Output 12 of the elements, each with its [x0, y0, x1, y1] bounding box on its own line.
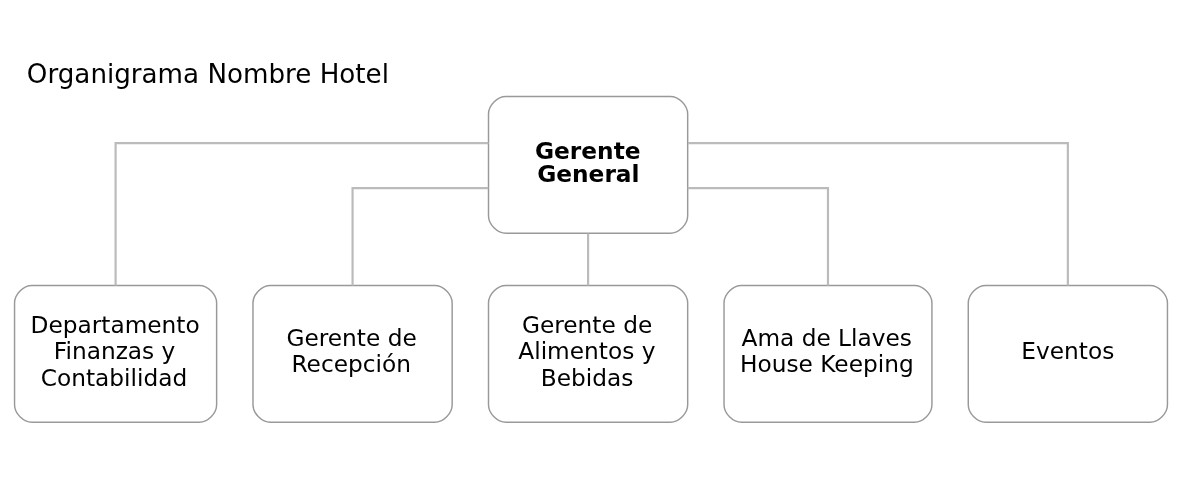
node-box: Gerente de Recepción	[252, 284, 453, 423]
node-box: Eventos	[967, 284, 1169, 423]
connector	[688, 141, 1069, 286]
connector	[687, 187, 830, 286]
node-box: Gerente General	[487, 95, 689, 234]
connector	[351, 187, 489, 286]
node-box: Departamento Finanzas y Contabilidad	[13, 284, 218, 423]
diagram-title: Organigrama Nombre Hotel	[26, 58, 389, 89]
node-box: Gerente de Alimentos y Bebidas	[487, 284, 689, 423]
connector	[114, 141, 489, 286]
connector	[587, 233, 590, 286]
node-box: Ama de Llaves House Keeping	[723, 284, 933, 423]
